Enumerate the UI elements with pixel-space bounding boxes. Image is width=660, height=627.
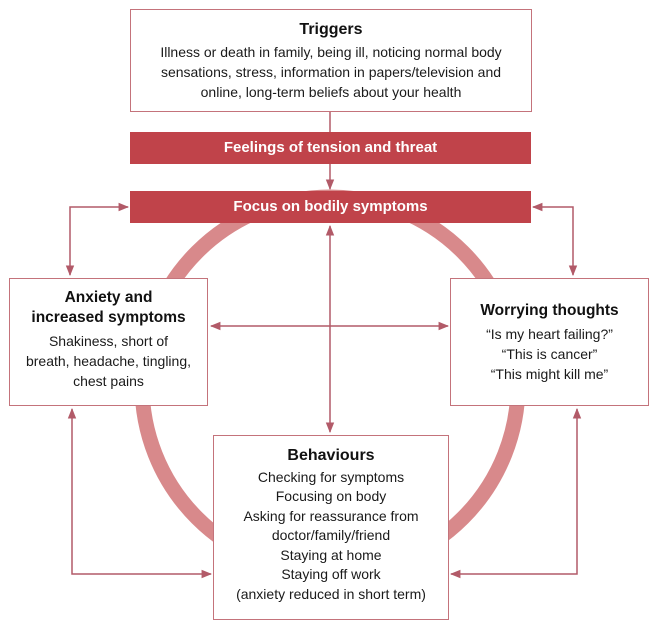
anxiety-text-line: breath, headache, tingling, (25, 353, 191, 369)
worrying-thoughts-title: Worrying thoughts (480, 302, 619, 319)
triggers-text-line: sensations, stress, information in paper… (160, 64, 502, 80)
behaviours-title: Behaviours (287, 447, 375, 464)
anxiety-text-line: Shakiness, short of (48, 333, 169, 349)
behaviour-line: Focusing on body (275, 488, 387, 504)
feelings-banner: Feelings of tension and threat (130, 132, 531, 164)
behaviour-line: Asking for reassurance from (243, 507, 419, 524)
behaviour-line: Checking for symptoms (257, 468, 405, 485)
behaviour-line: (anxiety reduced in short term) (236, 585, 426, 602)
triggers-text-line: Illness or death in family, being ill, n… (160, 44, 502, 60)
arrow-behaviours-anxiety (67, 407, 213, 579)
behaviour-line: Staying at home (280, 546, 382, 563)
triggers-box: Triggers Illness or death in family, bei… (130, 9, 532, 112)
behaviour-line: doctor/family/friend (271, 527, 391, 543)
anxiety-text-line: chest pains (73, 373, 144, 389)
triggers-text-line: online, long-term beliefs about your hea… (200, 84, 462, 100)
triggers-title: Triggers (299, 21, 363, 38)
focus-banner: Focus on bodily symptoms (130, 191, 531, 223)
worrying-thought-line: “Is my heart failing?” (486, 326, 613, 342)
anxiety-title: Anxiety and increased symptoms (10, 288, 207, 328)
anxiety-title-line: Anxiety and (64, 289, 153, 306)
worrying-thoughts-box: Worrying thoughts “Is my heart failing?”… (450, 278, 649, 406)
arrow-focus-worry (531, 202, 578, 277)
anxiety-title-line: increased symptoms (31, 309, 186, 326)
arrow-focus-anxiety (65, 202, 130, 277)
worrying-thought-line: “This is cancer” (501, 346, 598, 362)
worrying-thought-line: “This might kill me” (490, 366, 609, 382)
behaviours-box: Behaviours Checking for symptoms Focusin… (213, 435, 449, 620)
behaviour-line: Staying off work (281, 566, 381, 582)
anxiety-box: Anxiety and increased symptoms Shakiness… (9, 278, 208, 406)
arrow-behaviours-worry (449, 407, 582, 579)
